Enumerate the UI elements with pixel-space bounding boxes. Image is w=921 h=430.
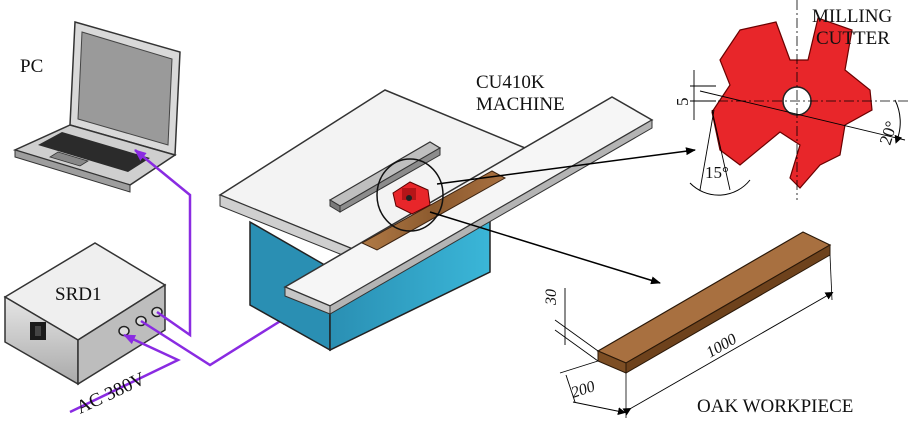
angle-right-dimension: 20° [876,119,901,148]
cutter-label-line2: CUTTER [816,28,890,49]
workpiece-label: OAK WORKPIECE [697,396,853,417]
milling-cutter-detail [689,0,910,200]
cutter-leader-arrow [436,147,696,185]
cutter-label-line1: MILLING [812,6,892,27]
width-dimension: 200 [569,378,597,402]
angle-left-dimension: 15° [705,163,729,182]
machine-label-line1: CU410K [476,72,545,93]
machine-label-line2: MACHINE [476,94,565,115]
connector-port-icon [118,325,130,337]
offset-dimension: 5 [673,98,692,107]
thickness-dimension: 30 [543,289,560,306]
cu410k-machine [218,89,654,352]
oak-workpiece [554,231,834,418]
cables [69,149,291,414]
machine-cutter-icon [392,181,431,215]
srd1-controller [3,242,167,386]
length-dimension: 1000 [704,331,740,362]
srd1-label: SRD1 [55,284,101,305]
laptop-pc [12,21,181,193]
pc-label: PC [20,56,43,77]
workpiece-leader-arrow [429,211,661,285]
